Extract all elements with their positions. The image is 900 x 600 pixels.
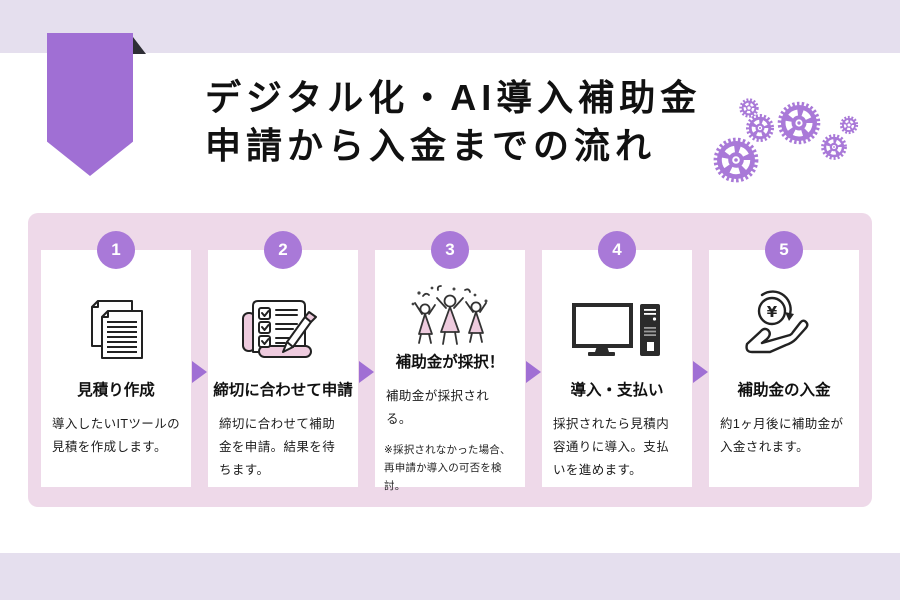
step-description: 採択されたら見積内容通りに導入。支払いを進めます。: [553, 417, 670, 478]
step-number-badge: 3: [431, 231, 469, 269]
ribbon-bookmark: [47, 33, 133, 176]
step-title: 見積り作成: [77, 382, 155, 399]
step-title: 補助金が採択！: [395, 354, 505, 371]
step-title: 補助金の入金: [737, 382, 831, 399]
step-cards: 1 見積り: [41, 231, 859, 492]
checklist-pencil-icon: [239, 284, 327, 376]
flow-arrow-icon: [526, 361, 541, 383]
step-card-3: 3: [375, 231, 525, 492]
step-number-badge: 5: [765, 231, 803, 269]
step-description: 補助金が採択される。: [386, 389, 490, 427]
step-title: 締切に合わせて申請: [213, 382, 353, 399]
step-number-badge: 2: [264, 231, 302, 269]
gears-icon: [713, 98, 859, 183]
step-description: 約1ヶ月後に補助金が入金されます。: [720, 417, 844, 455]
step-description: 導入したいITツールの見積を作成します。: [52, 417, 181, 455]
page-title: デジタル化・AI導入補助金 申請から入金までの流れ: [205, 74, 701, 169]
step-number-badge: 1: [97, 231, 135, 269]
title-line-1: デジタル化・AI導入補助金: [205, 77, 702, 118]
flow-arrow-icon: [693, 361, 708, 383]
step-note: ※採択されなかった場合、再申請か導入の可否を検討。: [384, 444, 511, 492]
flow-arrow-icon: [359, 361, 374, 383]
ribbon-fold-triangle: [133, 37, 146, 54]
bottom-lavender-band: [0, 553, 900, 600]
yen-symbol: ¥: [767, 303, 778, 321]
step-card-1: 1 見積り: [41, 231, 191, 487]
step-card-4: 4 導入・支払い 採択されたら見積内容通りに導入。支払いを進めます。: [542, 231, 692, 487]
step-card-5: 5 ¥ 補助金の入金 約1ヶ月後に補助金が入金されます。: [709, 231, 859, 487]
top-lavender-band: [0, 0, 900, 53]
celebration-icon: [405, 284, 495, 348]
step-number-badge: 4: [598, 231, 636, 269]
title-line-2: 申請から入金までの流れ: [205, 124, 657, 166]
step-title: 導入・支払い: [570, 382, 664, 399]
step-card-2: 2: [208, 231, 358, 487]
hand-coin-icon: ¥: [739, 284, 829, 376]
step-description: 締切に合わせて補助金を申請。結果を待ちます。: [219, 417, 336, 478]
process-panel: 1 見積り: [28, 213, 872, 507]
documents-icon: [76, 284, 156, 376]
computer-icon: [569, 284, 665, 376]
flow-arrow-icon: [192, 361, 207, 383]
